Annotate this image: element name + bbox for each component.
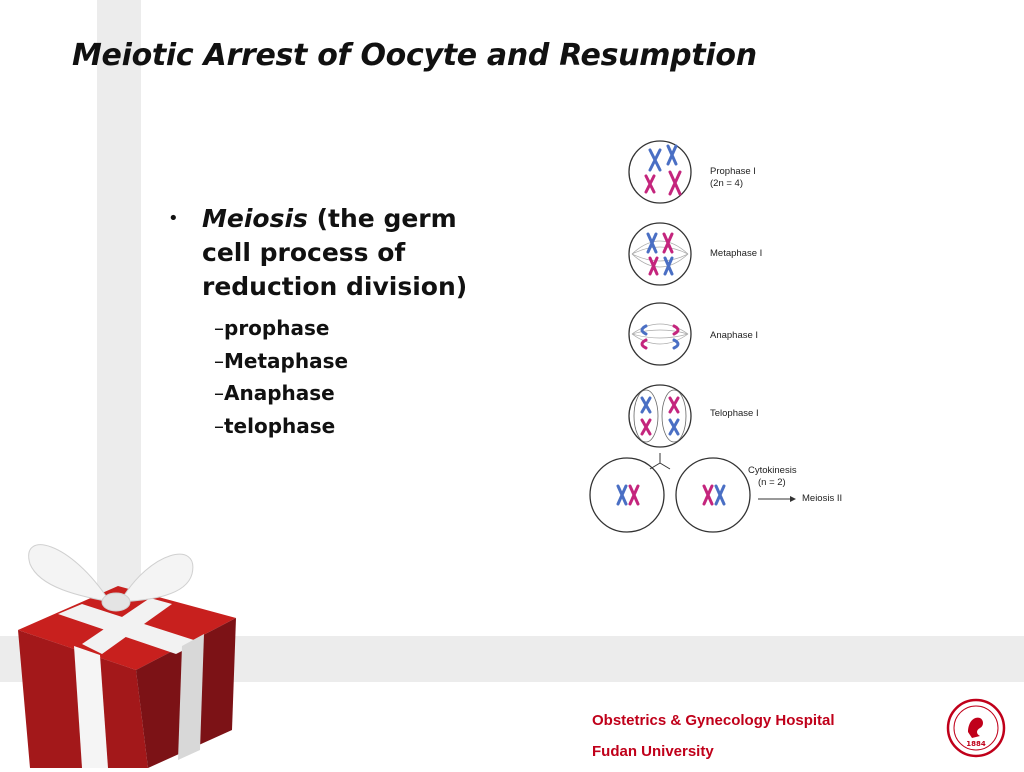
gift-box-illustration: [0, 530, 260, 768]
label-cytokinesis: Cytokinesis: [748, 465, 797, 476]
meiosis-diagram-drawing: [589, 140, 796, 533]
label-prophase: Prophase I: [710, 166, 756, 177]
label-anaphase: Anaphase I: [710, 330, 759, 341]
sub-item-telophase: –telophase: [168, 410, 488, 443]
label-cytokinesis-count: (n = 2): [758, 477, 786, 488]
bullet-description: (the germ cell process of reduction divi…: [202, 204, 468, 301]
sub-item-label: Anaphase: [224, 381, 335, 405]
footer-hospital: Obstetrics & Gynecology Hospital: [592, 712, 835, 729]
sub-item-prophase: –prophase: [168, 312, 488, 345]
sub-item-metaphase: –Metaphase: [168, 345, 488, 378]
seal-year: 1884: [966, 740, 986, 748]
footer-university: Fudan University: [592, 743, 714, 760]
hospital-seal-logo: 1884: [946, 698, 1006, 758]
dash-marker: –: [214, 413, 224, 438]
sub-item-label: Metaphase: [224, 348, 349, 373]
gift-box-icon: [18, 544, 236, 768]
sub-item-label: prophase: [224, 316, 330, 340]
metaphase-cell: [628, 222, 692, 286]
bullet-term: Meiosis: [202, 204, 308, 233]
anaphase-cell: [628, 302, 692, 366]
label-prophase-count: (2n = 4): [710, 178, 744, 189]
prophase-cell: [628, 140, 692, 204]
sub-item-label: telophase: [224, 413, 336, 438]
telophase-cell: [628, 384, 692, 448]
bullet-list: • Meiosis (the germ cell process of redu…: [168, 202, 488, 442]
label-metaphase: Metaphase I: [710, 248, 763, 259]
daughter-cell-right: [675, 457, 751, 533]
slide-title: Meiotic Arrest of Oocyte and Resumption: [72, 38, 757, 73]
label-telophase: Telophase I: [710, 408, 759, 419]
sub-bullet-list: –prophase –Metaphase –Anaphase –telophas…: [168, 312, 488, 442]
bullet-item-meiosis: • Meiosis (the germ cell process of redu…: [168, 202, 488, 304]
dash-marker: –: [214, 381, 224, 405]
label-meiosis-ii: Meiosis II: [802, 493, 843, 504]
sub-item-anaphase: –Anaphase: [168, 377, 488, 410]
hospital-seal-icon: 1884: [946, 698, 1006, 758]
dash-marker: –: [214, 348, 224, 373]
meiosis-diagram: Prophase I (2n = 4) Metaphase I Anaphase…: [580, 128, 880, 548]
daughter-cell-left: [589, 457, 665, 533]
bullet-dot-icon: •: [168, 208, 179, 229]
dash-marker: –: [214, 316, 224, 340]
